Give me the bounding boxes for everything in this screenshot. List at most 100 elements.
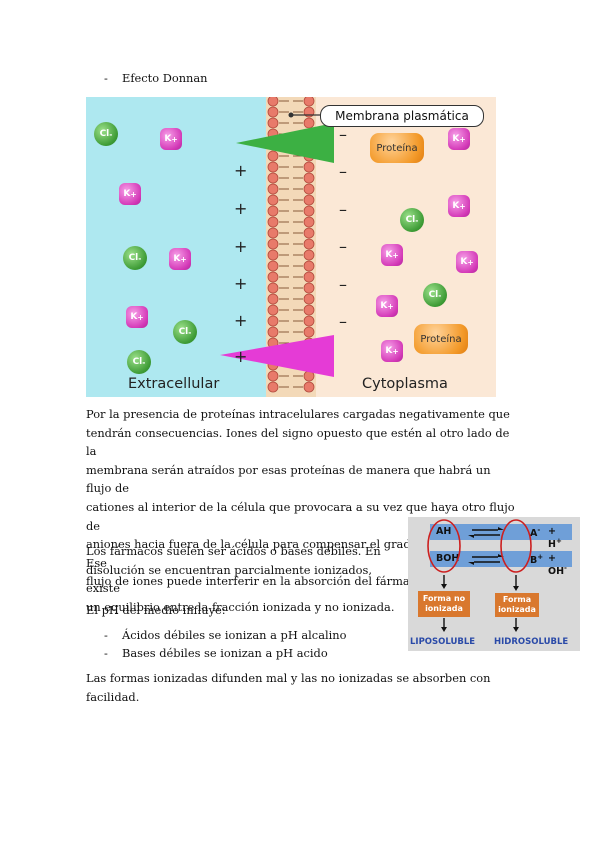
cation-formula: B+ <box>530 553 544 567</box>
phospholipid-head <box>267 315 279 327</box>
phospholipid-head <box>267 381 279 393</box>
phospholipid-head <box>303 304 315 316</box>
phospholipid-head <box>303 381 315 393</box>
potassium-ion: K+ <box>169 248 191 270</box>
phospholipid-head <box>267 205 279 217</box>
anion-formula: A- <box>530 526 541 540</box>
phospholipid-head <box>267 216 279 228</box>
potassium-ion: K+ <box>456 251 478 273</box>
potassium-ion: K+ <box>448 128 470 150</box>
potassium-ion: K+ <box>381 244 403 266</box>
bullet-dash: - <box>104 628 108 642</box>
plus-sign: + <box>234 347 248 366</box>
potassium-ion: K+ <box>126 306 148 328</box>
hidrosoluble-label: HIDROSOLUBLE <box>494 637 569 647</box>
paragraph-ionized-forms: Las formas ionizadas difunden mal y las … <box>86 669 516 706</box>
text-line: Las formas ionizadas difunden mal y las … <box>86 671 491 685</box>
phospholipid-head <box>267 150 279 162</box>
down-arrow-right <box>513 575 519 591</box>
chloride-ion: Cl- <box>123 246 147 270</box>
equilibrium-arrow-base <box>468 554 504 565</box>
phospholipid-head <box>303 315 315 327</box>
plus-sign: + <box>234 311 248 330</box>
membrane-callout: Membrana plasmática <box>320 105 484 127</box>
down-arrow-left <box>441 575 447 589</box>
text-line: tendrán consecuencias. Iones del signo o… <box>86 425 510 459</box>
ph-intro: El pH del medio influye: <box>86 603 226 617</box>
hydroxide-formula: + OH- <box>548 553 567 578</box>
phospholipid-head <box>303 238 315 250</box>
base-equilibrium-bar: BOH B+ + OH- <box>430 551 572 577</box>
phospholipid-head <box>267 304 279 316</box>
chloride-ion: Cl- <box>173 320 197 344</box>
down-arrow-right-2 <box>513 618 519 632</box>
phospholipid-head <box>267 97 279 107</box>
phospholipid-head <box>267 293 279 305</box>
paragraph-donnan: Por la presencia de proteínas intracelul… <box>86 405 516 591</box>
potassium-ion: K+ <box>119 183 141 205</box>
phospholipid-head <box>303 97 315 107</box>
bullet-dash: - <box>104 646 108 660</box>
phospholipid-head <box>303 183 315 195</box>
text-line: Por la presencia de proteínas intracelul… <box>86 407 510 421</box>
plus-sign: + <box>234 161 248 180</box>
text-line: flujo de iones puede interferir en la ab… <box>86 574 427 589</box>
potassium-ion: K+ <box>381 340 403 362</box>
potassium-ion: K+ <box>160 128 182 150</box>
plus-sign: + <box>234 237 248 256</box>
ph-bullet-acids: Ácidos débiles se ionizan a pH alcalino <box>122 628 347 642</box>
ionization-figure-graphics <box>427 519 532 632</box>
extracellular-label: Extracellular <box>128 376 220 392</box>
phospholipid-head <box>267 282 279 294</box>
text-line: disolución se encuentran parcialmente io… <box>86 562 372 596</box>
ph-bullet-bases: Bases débiles se ionizan a pH acido <box>122 646 328 660</box>
phospholipid-head <box>303 271 315 283</box>
minus-sign: – <box>339 200 347 219</box>
potassium-ion: K+ <box>376 295 398 317</box>
text-line: un equilibrio entre la fracción ionizada… <box>86 599 395 614</box>
phospholipid-head <box>267 260 279 272</box>
minus-sign: – <box>339 162 347 181</box>
ionized-highlight <box>500 519 532 573</box>
green-gradient-arrow <box>236 123 334 163</box>
liposoluble-label: LIPOSOLUBLE <box>410 637 476 647</box>
paragraph-weak-acids: Los fármacos suelen ser ácidos o bases d… <box>86 542 396 616</box>
text-line: aniones hacia fuera de la célula para co… <box>86 537 498 570</box>
phospholipid-head <box>303 293 315 305</box>
plus-sign: + <box>234 199 248 218</box>
plus-sign: + <box>234 274 248 293</box>
chloride-ion: Cl- <box>94 122 118 146</box>
phospholipid-head <box>267 172 279 184</box>
ionization-figure: AH A- + H+ BOH B+ + OH- Forma no ionizad… <box>408 517 580 651</box>
nonionized-form-box: Forma no ionizada <box>418 591 470 617</box>
acid-equilibrium-bar: AH A- + H+ <box>430 524 572 550</box>
callout-dot <box>288 112 294 118</box>
proton-formula: + H+ <box>548 526 562 551</box>
phospholipid-head <box>303 117 315 129</box>
acid-formula: AH <box>436 526 452 537</box>
base-formula: BOH <box>436 553 460 564</box>
phospholipid-head <box>303 194 315 206</box>
phospholipid-head <box>267 271 279 283</box>
phospholipid-head <box>267 183 279 195</box>
phospholipid-head <box>267 238 279 250</box>
phospholipid-head <box>303 205 315 217</box>
minus-sign: – <box>339 125 347 144</box>
text-line: membrana serán atraídos por esas proteín… <box>86 462 491 496</box>
phospholipid-head <box>267 370 279 382</box>
down-arrow-left-2 <box>441 618 447 632</box>
chloride-ion: Cl- <box>400 208 424 232</box>
text-line: facilidad. <box>86 689 140 704</box>
cytoplasma-label: Cytoplasma <box>362 376 448 392</box>
phospholipid-head <box>303 260 315 272</box>
phospholipid-head <box>303 326 315 338</box>
nonionized-highlight <box>427 519 461 573</box>
potassium-ion: K+ <box>448 195 470 217</box>
chloride-ion: Cl- <box>423 283 447 307</box>
phospholipid-head <box>303 282 315 294</box>
phospholipid-head <box>267 249 279 261</box>
phospholipid-head <box>267 117 279 129</box>
equilibrium-arrow-acid <box>468 527 504 538</box>
minus-sign: – <box>339 237 347 256</box>
ionized-form-box: Forma ionizada <box>495 593 539 617</box>
